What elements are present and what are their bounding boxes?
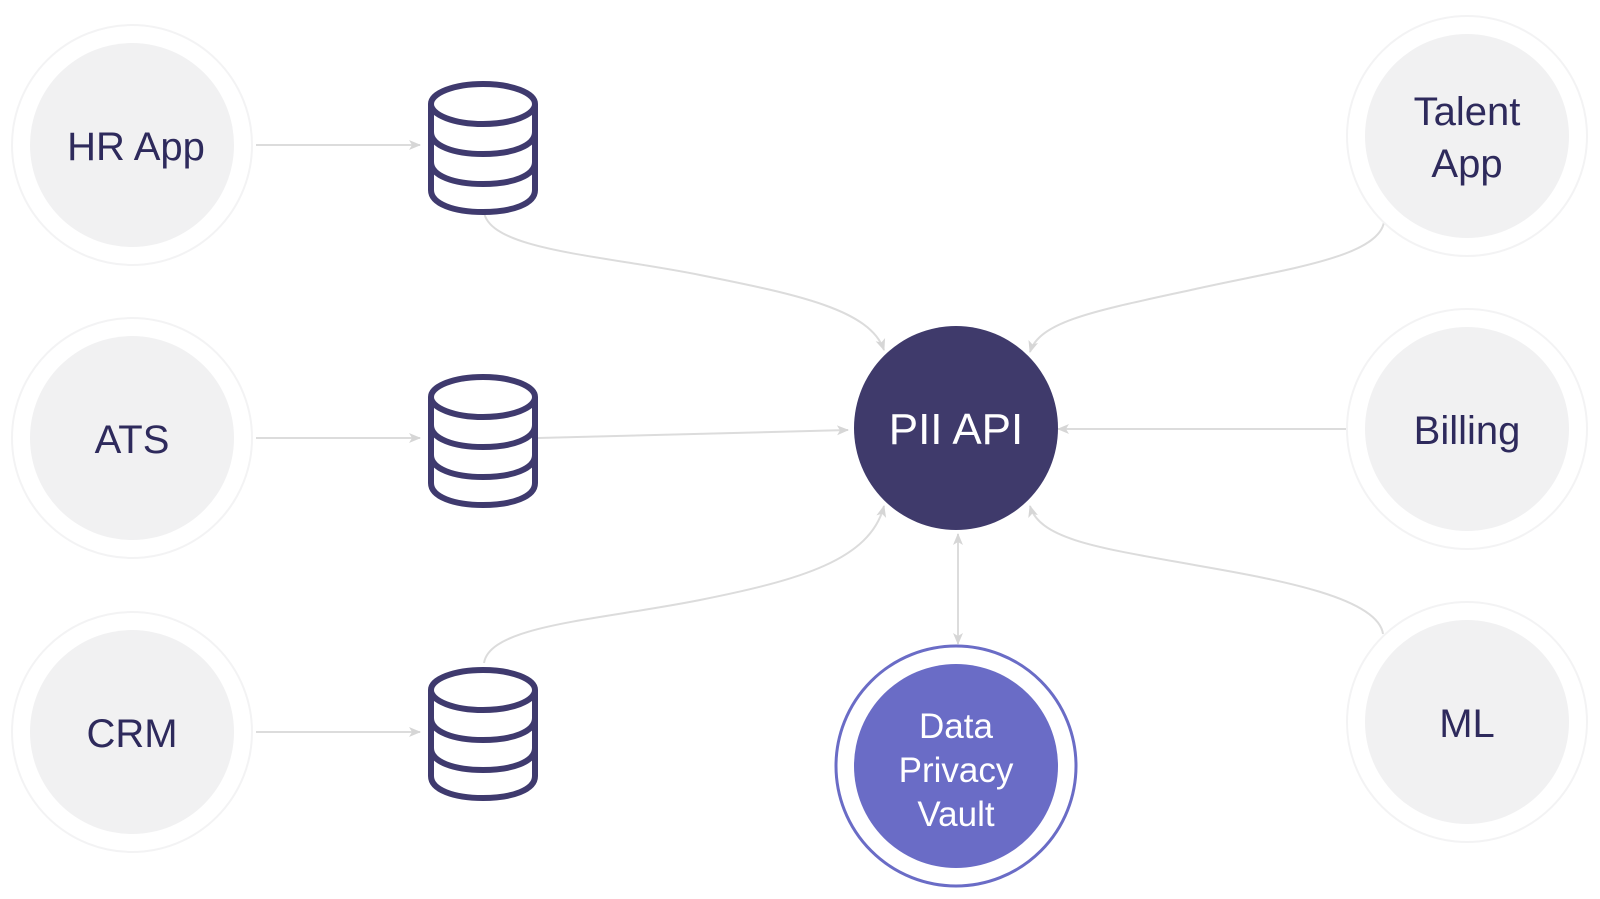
node-talent-app[interactable]: Talent App	[1346, 15, 1588, 257]
node-label-line-2: Privacy	[899, 751, 1014, 790]
app-circle-icon	[30, 336, 234, 540]
node-label: CRM	[86, 712, 177, 756]
node-hr-app[interactable]: HR App	[11, 24, 253, 266]
vault-circle-icon	[854, 664, 1058, 868]
edge-ats-db-to-pii-api	[537, 425, 849, 439]
node-crm[interactable]: CRM	[11, 611, 253, 853]
database-ats[interactable]	[428, 374, 538, 509]
edge-hr-db-to-pii-api	[483, 211, 886, 351]
database-icon	[428, 374, 538, 509]
node-billing[interactable]: Billing	[1346, 308, 1588, 550]
node-label-line-1: Talent	[1414, 90, 1521, 134]
database-icon	[428, 667, 538, 802]
node-label: ML	[1439, 702, 1495, 746]
app-circle-icon	[30, 630, 234, 834]
app-circle-icon	[1365, 327, 1569, 531]
app-circle-icon	[1365, 34, 1569, 238]
database-crm[interactable]	[428, 667, 538, 802]
node-ats[interactable]: ATS	[11, 317, 253, 559]
node-label: HR App	[67, 125, 205, 169]
node-label-line-2: App	[1431, 142, 1502, 186]
app-circle-icon	[30, 43, 234, 247]
node-label-line-3: Vault	[917, 795, 994, 834]
database-icon	[428, 81, 538, 216]
app-circle-icon	[1365, 620, 1569, 824]
edge-talent-app-to-pii-api	[1028, 221, 1385, 353]
hub-circle-icon	[854, 326, 1058, 530]
node-label: PII API	[889, 405, 1024, 454]
node-label: Billing	[1414, 409, 1521, 453]
edges	[256, 140, 1385, 737]
node-data-privacy-vault[interactable]: Data Privacy Vault	[834, 644, 1078, 888]
database-hr[interactable]	[428, 81, 538, 216]
node-label-line-1: Data	[919, 707, 993, 746]
node-ml[interactable]: ML	[1346, 601, 1588, 843]
edge-ml-to-pii-api	[1028, 505, 1384, 635]
node-pii-api[interactable]: PII API	[854, 326, 1058, 530]
node-label: ATS	[95, 418, 170, 462]
edge-crm-db-to-pii-api	[483, 505, 887, 664]
